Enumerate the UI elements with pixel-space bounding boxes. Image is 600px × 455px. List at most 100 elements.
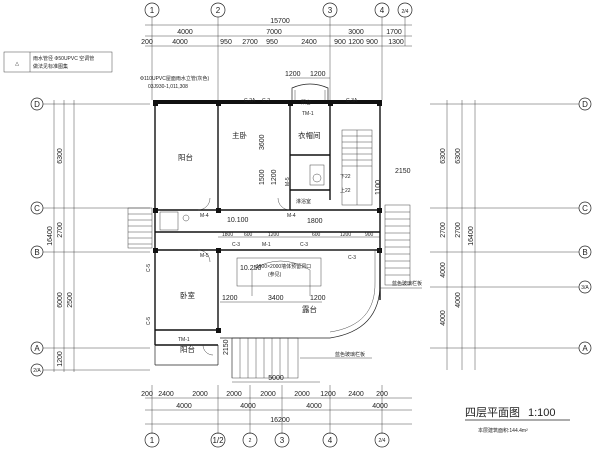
axis-label: 2/A bbox=[33, 368, 41, 374]
dim-text: 950 bbox=[220, 39, 232, 46]
axis-label: 1 bbox=[150, 436, 155, 445]
niche-outline bbox=[236, 257, 322, 296]
dim-text: 2000 bbox=[192, 391, 208, 398]
dim-text: 1200 bbox=[310, 71, 326, 78]
room-labels: 阳台 主卧 衣帽间 阳台 淋浴室 卧室 露台 阳台 bbox=[178, 99, 321, 354]
dim-text: 6300 bbox=[57, 148, 64, 164]
dim-text: 1500 bbox=[259, 169, 266, 185]
dim-text: 600 bbox=[312, 232, 321, 238]
door-code: TM-1 bbox=[302, 111, 314, 117]
axis-right: D C B 3/A A 6300 2700 4000 4000 6300 270… bbox=[430, 97, 592, 370]
axis-label: A bbox=[34, 344, 40, 353]
dim-text: 2000 bbox=[294, 391, 310, 398]
room-label: 主卧 bbox=[232, 130, 247, 140]
window-code: C-5 bbox=[146, 264, 152, 272]
axis-label: 2/4 bbox=[379, 438, 386, 444]
dim-text: 2400 bbox=[158, 391, 174, 398]
dim-text: 1200 bbox=[57, 351, 64, 367]
legend-line1: 雨水管径 Φ50UPVC 空调管 bbox=[33, 55, 94, 62]
dim-text: 4000 bbox=[455, 292, 462, 308]
stair-right-external bbox=[384, 204, 411, 286]
dim-text: 2500 bbox=[67, 292, 74, 308]
dim-text: 1700 bbox=[386, 29, 402, 36]
axis-label: 1/2 bbox=[212, 436, 224, 445]
dim-text: 1800 bbox=[307, 218, 323, 225]
opening-note-ref: (参见) bbox=[268, 271, 282, 278]
dimensions-bottom: 200 2400 2000 2000 2000 2000 1200 2400 2… bbox=[141, 385, 412, 434]
drawing-title: 四层平面图 bbox=[465, 406, 520, 419]
dim-text: 1200 bbox=[320, 391, 336, 398]
dim-text: 2400 bbox=[301, 39, 317, 46]
note-rain-pipe: Φ110UPVC屋面雨水立管(灰色) bbox=[140, 75, 210, 82]
dim-text: 16400 bbox=[47, 226, 54, 246]
window-code: C-3 bbox=[348, 255, 356, 261]
axis-label: D bbox=[582, 100, 588, 109]
axis-label: 1 bbox=[150, 6, 155, 15]
dim-text: 1200 bbox=[271, 169, 278, 185]
annotations: 1900×2000墙体预留洞口 (参见) 蓝色玻璃栏板 蓝色玻璃栏板 bbox=[256, 263, 422, 359]
dim-text: 1800 bbox=[222, 232, 233, 238]
axis-left: D C B A 2/A 16400 6300 2700 6000 2500 12… bbox=[30, 97, 150, 377]
door-code: M-1 bbox=[262, 242, 271, 248]
dim-text: 2700 bbox=[57, 222, 64, 238]
dimensions-top: 15700 4000 7000 3000 1700 200 4000 950 2… bbox=[141, 17, 412, 100]
door-code: M-4 bbox=[287, 213, 296, 219]
drawing-scale: 1:100 bbox=[528, 407, 556, 419]
door-swings bbox=[197, 197, 291, 356]
railing-note: 蓝色玻璃栏板 bbox=[335, 351, 365, 358]
axis-label: 4 bbox=[380, 6, 385, 15]
dim-text: 6300 bbox=[440, 148, 447, 164]
door-code: TM-1 bbox=[178, 337, 190, 343]
dim-text: 10.100 bbox=[227, 217, 249, 224]
dim-text: 6300 bbox=[455, 148, 462, 164]
dim-text: 6000 bbox=[57, 292, 64, 308]
dim-text: 2700 bbox=[242, 39, 258, 46]
room-label: 阳台 bbox=[301, 99, 311, 106]
top-bay bbox=[291, 83, 329, 100]
dim-text: 7000 bbox=[266, 29, 282, 36]
axis-label: 3 bbox=[280, 436, 285, 445]
dim-text: 2400 bbox=[348, 391, 364, 398]
stair-bottom bbox=[231, 337, 299, 379]
dim-text: 3000 bbox=[348, 29, 364, 36]
room-label: 卧室 bbox=[180, 290, 195, 300]
railing-note: 蓝色玻璃栏板 bbox=[392, 280, 422, 287]
door-code: M-5 bbox=[200, 253, 209, 259]
dim-text: 2700 bbox=[455, 222, 462, 238]
dim-text: 1200 bbox=[310, 295, 326, 302]
axis-bottom: 1 1/2 2 3 4 2/4 bbox=[144, 432, 390, 448]
axis-label: 3 bbox=[328, 6, 333, 15]
axis-label: 4 bbox=[328, 436, 333, 445]
drawing-title-block: 四层平面图 1:100 本层建筑面积:144.4m² bbox=[465, 406, 570, 434]
dim-text: 900 bbox=[334, 39, 346, 46]
dim-text: 16400 bbox=[468, 226, 475, 246]
stair-upper: 下22 上22 bbox=[340, 129, 373, 206]
axis-label: 2 bbox=[216, 6, 221, 15]
axis-top: 1 2 3 4 2/4 bbox=[144, 2, 413, 18]
dim-text: 2150 bbox=[395, 168, 411, 175]
dim-text: 4000 bbox=[172, 39, 188, 46]
stair-down-label: 下22 bbox=[340, 174, 351, 180]
dim-text: 900 bbox=[365, 232, 374, 238]
dim-text: 2000 bbox=[226, 391, 242, 398]
dim-text: 1200 bbox=[348, 39, 364, 46]
dimensions-inner: 1200 1200 3600 1500 1200 1800 2150 10.10… bbox=[218, 71, 411, 383]
dim-text: 1300 bbox=[388, 39, 404, 46]
room-label: 阳台 bbox=[180, 344, 195, 354]
axis-label: 2 bbox=[249, 438, 252, 444]
dim-text: 15700 bbox=[270, 18, 290, 25]
axis-label: D bbox=[34, 100, 40, 109]
bath-fixtures bbox=[159, 164, 325, 231]
dim-text: 200 bbox=[141, 391, 153, 398]
axis-label: A bbox=[582, 344, 588, 353]
dim-text: 1200 bbox=[340, 232, 351, 238]
axis-label: 3/A bbox=[581, 285, 589, 291]
terrace-outline bbox=[220, 249, 381, 339]
door-code: M-4 bbox=[200, 213, 209, 219]
dim-text: 3400 bbox=[268, 295, 284, 302]
dim-text: 4000 bbox=[372, 403, 388, 410]
dim-text: 4000 bbox=[177, 29, 193, 36]
axis-label: 2/4 bbox=[402, 9, 409, 15]
dim-text: 1200 bbox=[222, 295, 238, 302]
